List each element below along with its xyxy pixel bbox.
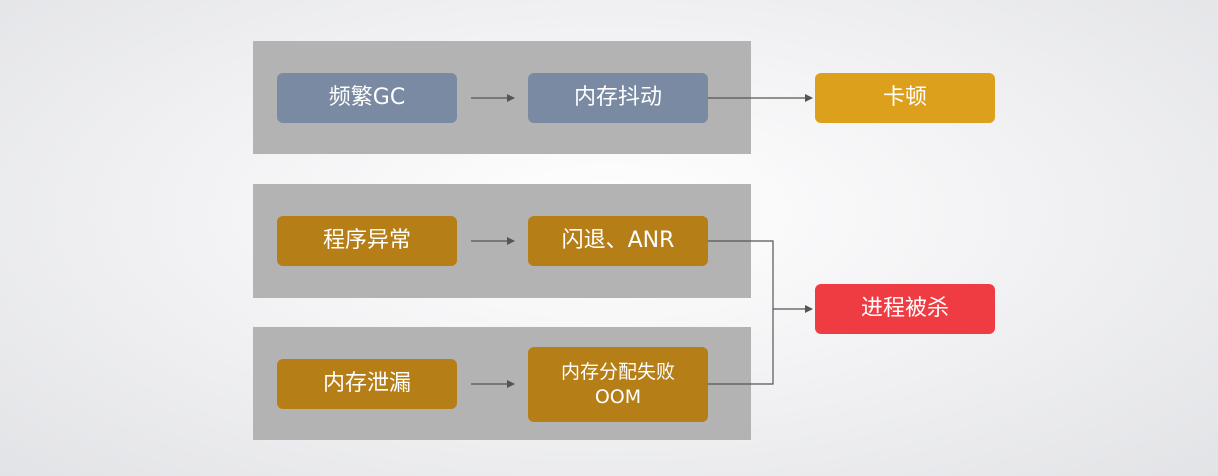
node-process-killed-label: 进程被杀 — [860, 296, 949, 321]
elbow-crash-to-killed — [708, 240, 774, 309]
node-oom-line1: 内存分配失败 — [560, 360, 675, 383]
node-oom: 内存分配失败 OOM — [528, 347, 708, 422]
node-memory-thrash-label: 内存抖动 — [573, 85, 662, 110]
node-memory-thrash: 内存抖动 — [528, 73, 708, 123]
node-frequent-gc: 频繁GC — [277, 73, 457, 123]
elbow-oom-to-killed — [708, 309, 774, 385]
node-memory-leak-label: 内存泄漏 — [322, 371, 411, 396]
node-process-killed: 进程被杀 — [815, 284, 995, 334]
node-jank: 卡顿 — [815, 73, 995, 123]
node-crash-anr: 闪退、ANR — [528, 216, 708, 266]
node-crash-anr-label: 闪退、ANR — [561, 228, 675, 253]
node-jank-label: 卡顿 — [882, 85, 927, 110]
node-program-exception: 程序异常 — [277, 216, 457, 266]
node-frequent-gc-label: 频繁GC — [328, 85, 406, 110]
node-program-exception-label: 程序异常 — [322, 228, 411, 253]
node-oom-text: 内存分配失败 OOM — [561, 360, 675, 410]
node-memory-leak: 内存泄漏 — [277, 359, 457, 409]
node-oom-line2: OOM — [594, 385, 642, 408]
